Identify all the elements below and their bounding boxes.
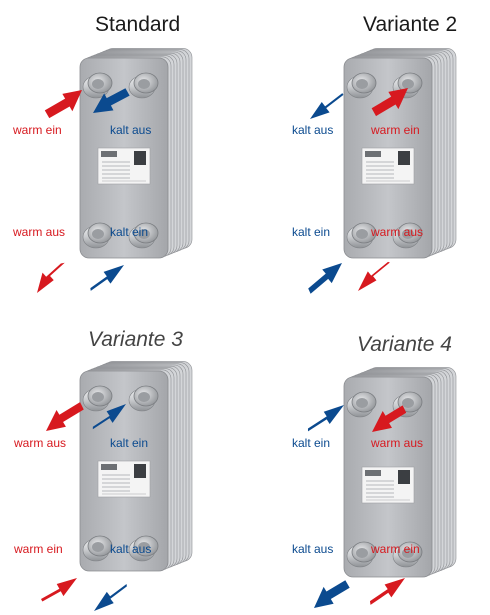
arrow-cold-out-icon — [314, 580, 350, 608]
arrow-warm-out-icon — [372, 405, 407, 432]
nameplate-logo — [101, 464, 117, 470]
label-top-right: warm aus — [370, 436, 423, 450]
flow-arrows — [307, 405, 407, 608]
label-bottom-right: warm ein — [370, 542, 420, 556]
arrow-cold-in-icon — [90, 265, 124, 291]
panel-title: Variante 3 — [88, 328, 183, 351]
nameplate-mark — [134, 151, 146, 165]
port-hole — [138, 392, 150, 402]
flow-arrows — [37, 88, 130, 293]
port-hole — [402, 229, 414, 239]
port-hole — [92, 542, 104, 552]
arrow-warm-in-icon — [40, 578, 77, 602]
arrow-warm-in-icon — [371, 88, 408, 117]
nameplate-mark — [134, 464, 146, 478]
arrow-cold-out-icon — [93, 88, 130, 113]
port-hole — [92, 79, 104, 89]
heat-exchanger-unit — [343, 48, 457, 259]
label-top-left: warm aus — [13, 436, 66, 450]
label-top-left: warm ein — [12, 123, 62, 137]
arrow-warm-out-icon — [46, 402, 84, 431]
panel-variante-4: Variante 4 kalt ein warm aus kalt aus wa… — [292, 333, 457, 608]
arrow-cold-out-icon — [310, 93, 344, 119]
port-hole — [402, 398, 414, 408]
label-top-right: kalt ein — [110, 436, 148, 450]
nameplate-logo — [101, 151, 117, 157]
label-bottom-left: warm ein — [13, 542, 63, 556]
panel-variante-3: Variante 3 warm aus kalt ein warm ein ka… — [13, 328, 193, 611]
arrow-cold-in-icon — [308, 263, 342, 294]
flow-arrows — [308, 88, 408, 294]
port-hole — [138, 79, 150, 89]
label-top-left: kalt aus — [292, 123, 333, 137]
port-hole — [92, 229, 104, 239]
port-hole — [138, 542, 150, 552]
port-hole — [92, 392, 104, 402]
label-top-right: kalt aus — [110, 123, 151, 137]
flow-arrows — [40, 402, 127, 611]
arrow-warm-out-icon — [37, 262, 65, 293]
port-hole — [356, 398, 368, 408]
label-bottom-right: kalt ein — [110, 225, 148, 239]
nameplate-mark — [398, 470, 410, 484]
label-bottom-right: warm aus — [370, 225, 423, 239]
port-hole — [356, 548, 368, 558]
arrow-cold-in-icon — [92, 404, 126, 430]
panel-title: Variante 4 — [357, 333, 452, 356]
arrow-warm-out-icon — [358, 261, 390, 291]
panel-title: Standard — [95, 13, 180, 36]
label-bottom-left: warm aus — [12, 225, 65, 239]
nameplate-logo — [365, 151, 381, 157]
label-top-left: kalt ein — [292, 436, 330, 450]
label-bottom-left: kalt ein — [292, 225, 330, 239]
arrow-warm-in-icon — [369, 578, 405, 605]
port-hole — [356, 229, 368, 239]
label-bottom-left: kalt aus — [292, 542, 333, 556]
label-bottom-right: kalt aus — [110, 542, 151, 556]
nameplate-mark — [398, 151, 410, 165]
panel-standard: Standard warm ein kalt aus warm aus kalt… — [12, 13, 193, 293]
heat-exchanger-unit — [79, 361, 193, 572]
label-top-right: warm ein — [370, 123, 420, 137]
panel-title: Variante 2 — [363, 13, 457, 36]
port-hole — [402, 79, 414, 89]
arrow-warm-in-icon — [44, 90, 82, 119]
panel-variante-2: Variante 2 kalt aus warm ein kalt ein wa… — [292, 13, 457, 294]
arrow-cold-out-icon — [94, 583, 127, 611]
port-hole — [402, 548, 414, 558]
arrow-cold-in-icon — [307, 405, 344, 432]
port-hole — [138, 229, 150, 239]
port-hole — [356, 79, 368, 89]
nameplate-logo — [365, 470, 381, 476]
